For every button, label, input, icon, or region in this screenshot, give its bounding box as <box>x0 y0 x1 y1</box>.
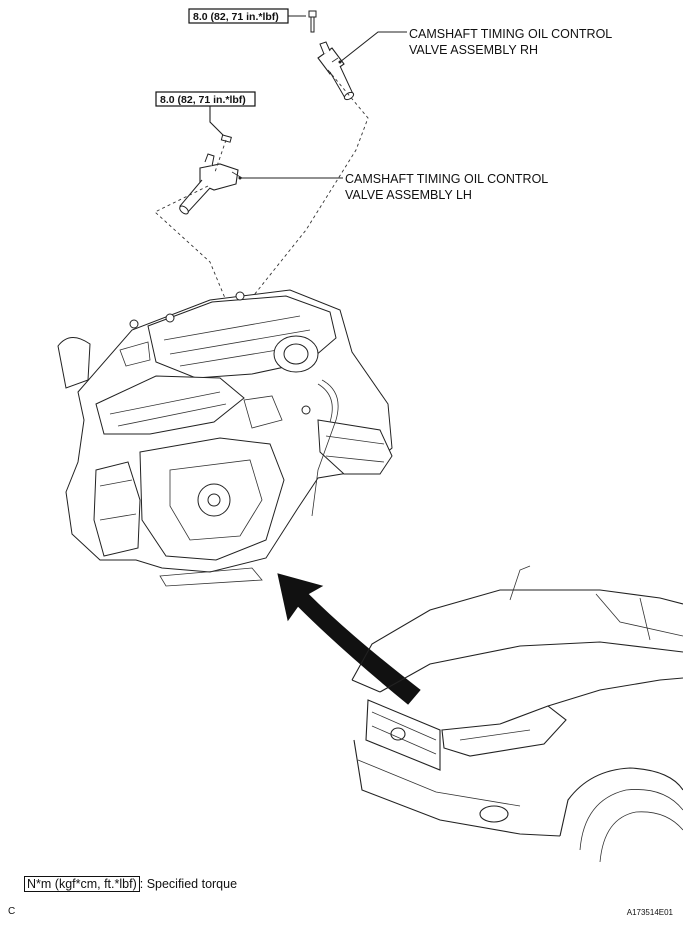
lh-oil-control-valve-icon <box>179 153 243 215</box>
lh-bolt-icon <box>220 134 232 143</box>
rh-leader <box>338 31 407 64</box>
torque-legend: N*m (kgf*cm, ft.*lbf): Specified torque <box>24 876 238 892</box>
rh-valve-label-line1: CAMSHAFT TIMING OIL CONTROL <box>409 27 612 41</box>
rh-oil-control-valve-icon <box>317 41 355 101</box>
rh-torque-callout: 8.0 (82, 71 in.*lbf) <box>188 8 306 24</box>
footer-left-code: C <box>8 906 16 917</box>
engine-assembly-illustration <box>57 289 393 587</box>
rh-bolt-icon <box>308 10 317 33</box>
lh-torque-callout: 8.0 (82, 71 in.*lbf) <box>155 91 256 137</box>
lh-leader <box>238 176 343 180</box>
torque-legend-text: : Specified torque <box>139 877 238 891</box>
vehicle-front-illustration <box>351 565 683 863</box>
location-arrow-icon <box>277 573 421 705</box>
lh-valve-label-line2: VALVE ASSEMBLY LH <box>345 188 472 202</box>
torque-unit-box: N*m (kgf*cm, ft.*lbf) <box>24 876 140 892</box>
lh-valve-label-line1: CAMSHAFT TIMING OIL CONTROL <box>345 172 548 186</box>
lh-torque-label: 8.0 (82, 71 in.*lbf) <box>160 94 246 106</box>
rh-valve-label-line2: VALVE ASSEMBLY RH <box>409 43 538 57</box>
rh-torque-label: 8.0 (82, 71 in.*lbf) <box>193 11 279 23</box>
illustration-id: A173514E01 <box>626 908 673 917</box>
